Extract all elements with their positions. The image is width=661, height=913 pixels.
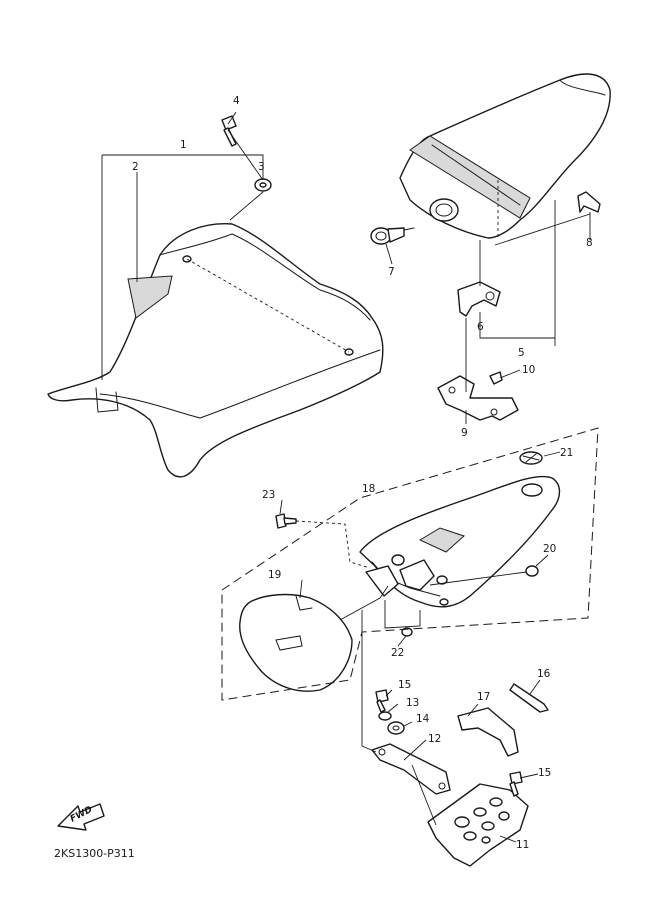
bolt-4: [221, 115, 237, 147]
damper-14: [387, 721, 405, 735]
callout-5: 5: [518, 347, 525, 359]
washer-3: [254, 178, 272, 192]
bolt-15-lower: [509, 771, 523, 797]
stay-12: [371, 743, 451, 795]
tail-cover: [359, 475, 561, 608]
forward-arrow: FWD: [57, 803, 105, 831]
callout-23: 23: [262, 489, 275, 501]
callout-8: 8: [586, 237, 593, 249]
washer-22: [401, 627, 413, 637]
callouts: 1 2 3 4 5 6 7 8 9 10 11 12 13 14 15 15 1…: [132, 95, 593, 851]
grommet-21: [519, 451, 543, 465]
clip-8: [577, 191, 601, 213]
seat-lock-cylinder: [370, 227, 415, 245]
callout-16: 16: [537, 668, 551, 680]
callout-4: 4: [233, 95, 240, 107]
lock-bracket-9: [437, 371, 519, 421]
leader-lines: [101, 111, 591, 843]
callout-7: 7: [388, 266, 395, 278]
cable-tie-16: [509, 683, 549, 713]
callout-19: 19: [268, 569, 281, 581]
callout-6: 6: [477, 321, 484, 333]
screw-23: [275, 513, 297, 529]
rider-seat: [47, 223, 384, 478]
nut-20: [525, 565, 539, 577]
callout-2: 2: [132, 161, 139, 173]
drawing-code: 2KS1300-P311: [54, 847, 135, 860]
callout-11: 11: [516, 839, 529, 851]
bolt-15-upper: [375, 689, 389, 713]
collar-13: [378, 711, 392, 721]
callout-15-upper: 15: [398, 679, 411, 691]
callout-20: 20: [543, 543, 556, 555]
callout-18: 18: [362, 483, 375, 495]
callout-9: 9: [461, 427, 468, 439]
callout-14: 14: [416, 713, 430, 725]
seat-lock-hook: [457, 281, 501, 317]
plate-11: [427, 783, 529, 867]
callout-10: 10: [522, 364, 535, 376]
callout-12: 12: [428, 733, 441, 745]
callout-15-lower: 15: [538, 767, 551, 779]
forward-arrow-icon: [57, 803, 105, 831]
callout-13: 13: [406, 697, 419, 709]
passenger-seat: [399, 73, 611, 239]
seat-cowl-pad: [239, 593, 353, 692]
callout-3: 3: [258, 161, 265, 173]
callout-21: 21: [560, 447, 573, 459]
callout-22: 22: [391, 647, 404, 659]
group-boundary-18: [221, 427, 599, 701]
callout-1: 1: [180, 139, 187, 151]
bracket-17: [457, 707, 519, 757]
callout-17: 17: [477, 691, 490, 703]
